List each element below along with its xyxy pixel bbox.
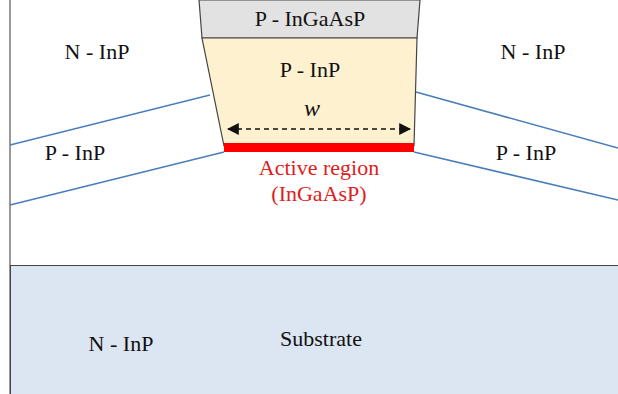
active-bar <box>224 143 414 152</box>
layer-shape <box>199 0 420 38</box>
substrate-layer: N - InP Substrate <box>10 265 618 394</box>
layer-label: N - InP <box>89 331 154 357</box>
layer-shape <box>202 38 417 146</box>
dimension-label: w <box>304 95 320 122</box>
dimension-arrow <box>228 128 410 130</box>
layer-label: P - InP <box>496 140 556 166</box>
layer-boundary <box>10 95 210 145</box>
layer-label: P - InP <box>280 57 340 83</box>
layer-label: Active region (InGaAsP) <box>234 155 404 208</box>
mesa-layer: P - InP <box>202 38 417 146</box>
active-region: Active region (InGaAsP) <box>224 143 414 209</box>
layer-label: N - InP <box>65 39 130 65</box>
layer-outline <box>202 38 417 146</box>
layer-label: P - InP <box>45 140 105 166</box>
layer-label: N - InP <box>501 39 566 65</box>
layer-boundary <box>416 92 618 148</box>
layer-label: P - InGaAsP <box>255 6 365 32</box>
layer-boundary <box>10 152 224 205</box>
layer-label: Substrate <box>280 326 362 352</box>
active-bar <box>224 143 414 152</box>
cap-layer: P - InGaAsP <box>199 0 420 38</box>
